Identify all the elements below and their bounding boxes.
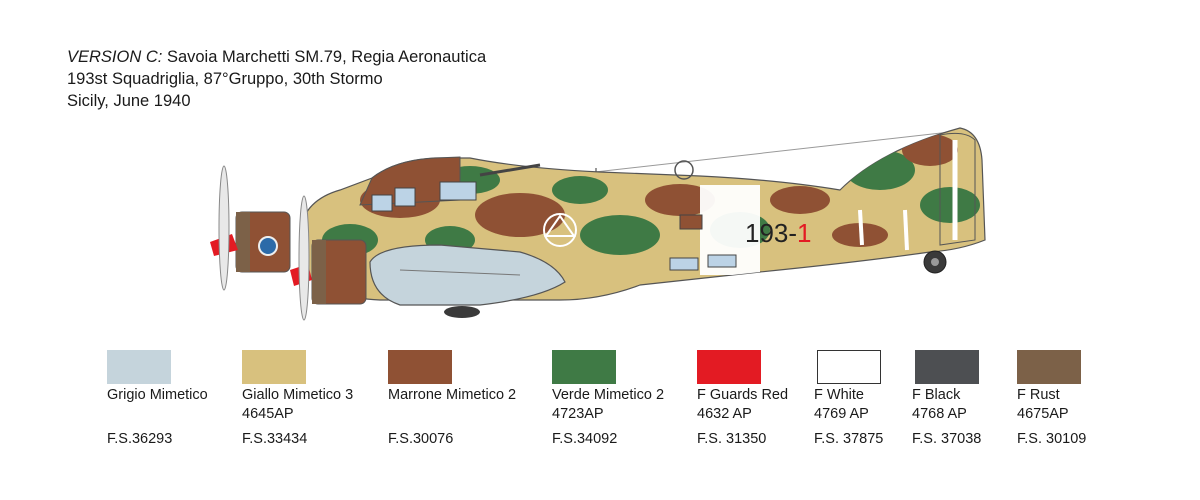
- fuselage-code: 193-1: [745, 218, 812, 248]
- color-name: Verde Mimetico 2: [552, 387, 665, 403]
- aircraft-profile-illustration: 193-1: [210, 127, 986, 321]
- version-label: VERSION C:: [67, 48, 163, 66]
- profile-caption: VERSION C: Savoia Marchetti SM.79, Regia…: [67, 46, 486, 112]
- color-swatch: [388, 350, 452, 384]
- color-name: Marrone Mimetico 2: [388, 387, 517, 403]
- wing-propeller: [298, 195, 310, 321]
- color-name: F Guards Red: [697, 387, 789, 403]
- color-swatch: [242, 350, 306, 384]
- color-fs-code: F.S.33434: [242, 431, 308, 447]
- main-wheel: [444, 306, 480, 318]
- antenna-wire: [594, 131, 951, 173]
- color-paint-number: 4632 AP: [697, 406, 752, 422]
- caption-line-2: 193st Squadriglia, 87°Gruppo, 30th Storm…: [67, 70, 383, 88]
- color-swatch: [1017, 350, 1081, 384]
- gun-barrel: [479, 163, 541, 177]
- color-name: Giallo Mimetico 3: [242, 387, 354, 403]
- nose-engine: [210, 165, 291, 291]
- color-paint-number: 4769 AP: [814, 406, 869, 422]
- color-fs-code: F.S. 30109: [1017, 431, 1087, 447]
- color-fs-code: F.S. 31350: [697, 431, 767, 447]
- color-swatch: [915, 350, 979, 384]
- fasces-insignia: [543, 213, 577, 247]
- color-name: Grigio Mimetico: [107, 387, 208, 403]
- color-paint-number: 4768 AP: [912, 406, 967, 422]
- color-swatch: [697, 350, 761, 384]
- caption-line-3: Sicily, June 1940: [67, 92, 191, 110]
- color-fs-code: F.S. 37875: [814, 431, 884, 447]
- ventral-gondola: [369, 244, 566, 306]
- color-fs-code: F.S.36293: [107, 431, 173, 447]
- color-fs-code: F.S.30076: [388, 431, 454, 447]
- wing-engine: [290, 195, 367, 321]
- color-swatch: [552, 350, 616, 384]
- color-fs-code: F.S. 37038: [912, 431, 982, 447]
- aircraft-name: Savoia Marchetti SM.79, Regia Aeronautic…: [166, 48, 487, 66]
- color-fs-code: F.S.34092: [552, 431, 618, 447]
- color-name: F Black: [912, 387, 961, 403]
- color-paint-number: 4675AP: [1017, 406, 1069, 422]
- color-paint-number: 4723AP: [552, 406, 604, 422]
- color-swatch: [107, 350, 171, 384]
- caption-line-1: VERSION C: Savoia Marchetti SM.79, Regia…: [67, 46, 486, 68]
- color-swatch: [817, 350, 881, 384]
- direction-finder-loop: [674, 160, 694, 180]
- color-name: F White: [814, 387, 864, 403]
- color-name: F Rust: [1017, 387, 1060, 403]
- nose-propeller: [218, 165, 230, 291]
- color-paint-number: 4645AP: [242, 406, 294, 422]
